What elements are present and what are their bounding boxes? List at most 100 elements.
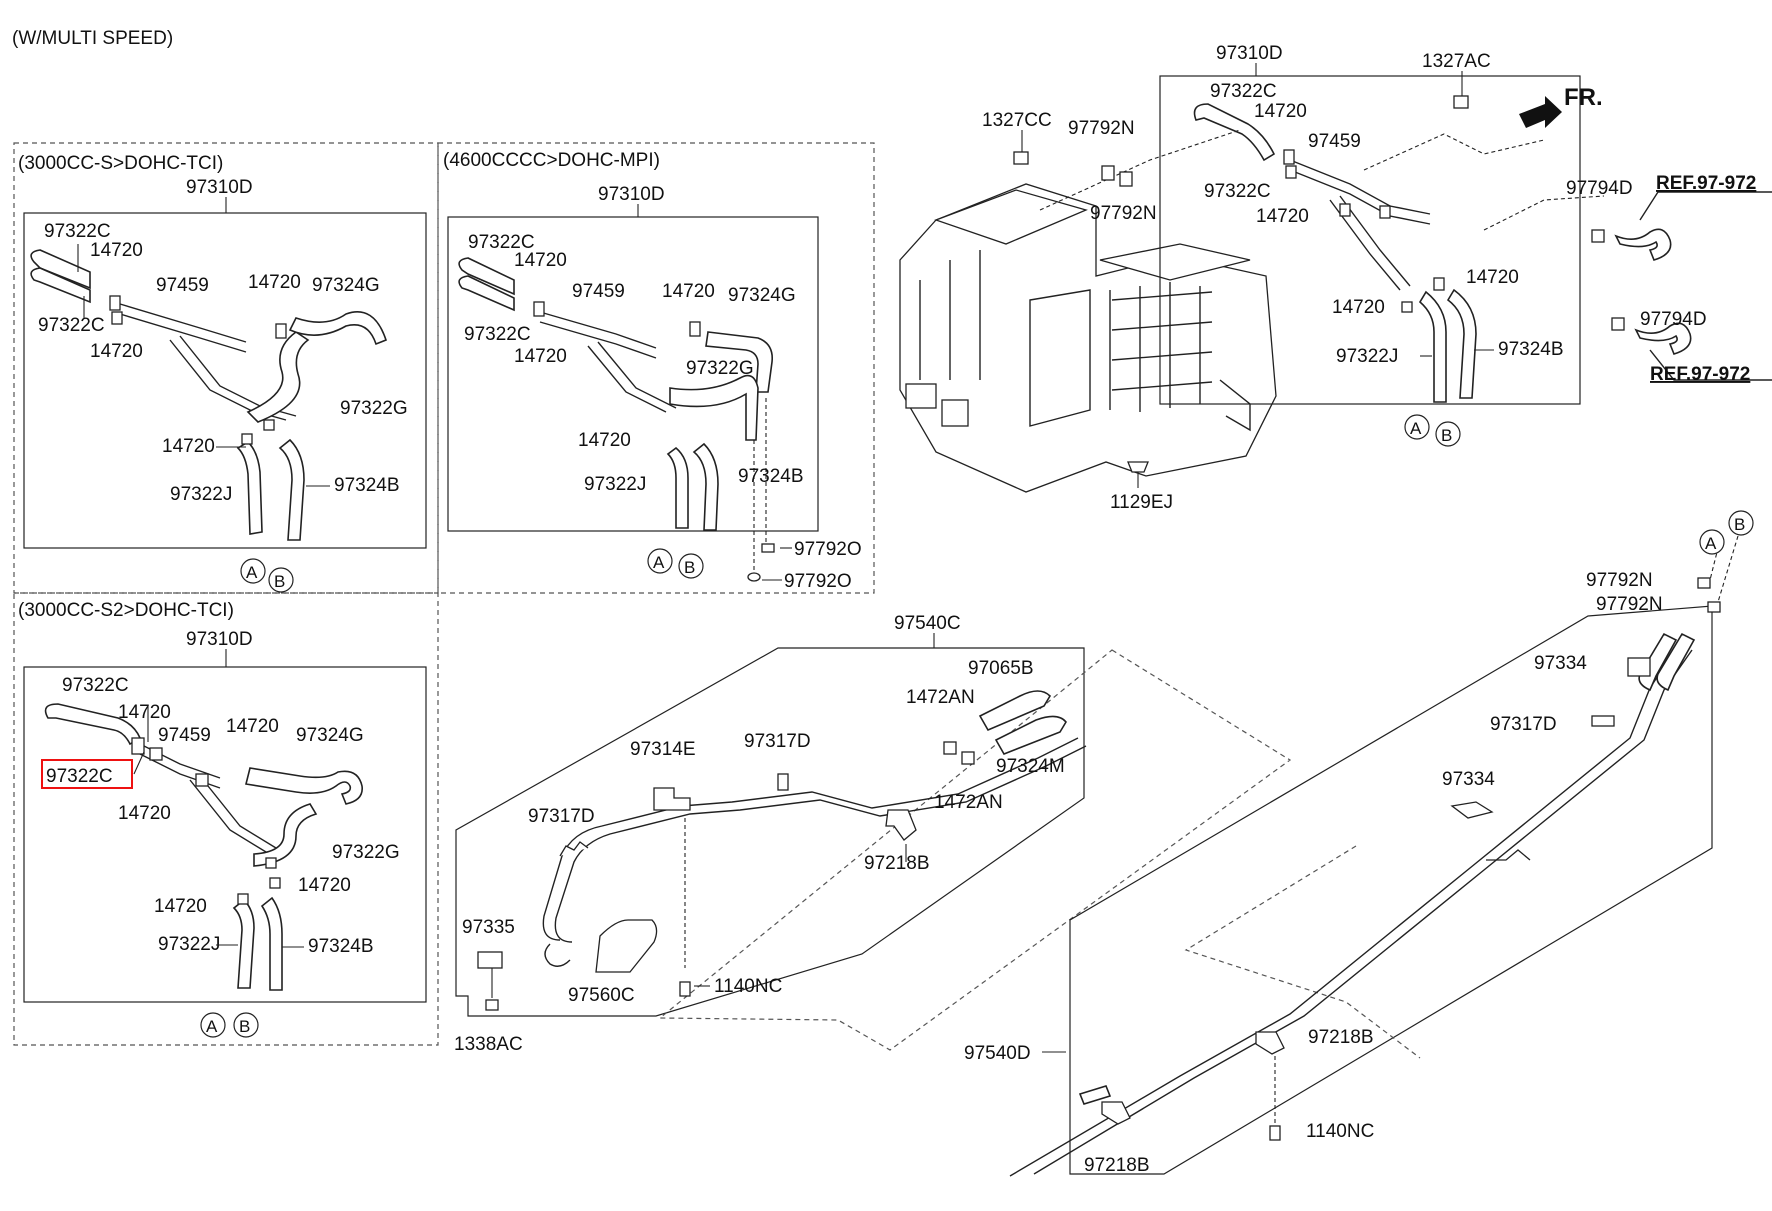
ref-97-972-hoses <box>1614 191 1772 381</box>
v3-connector-a <box>200 1012 226 1038</box>
svg-text:B: B <box>1734 515 1745 534</box>
right-97540D-label: 97540D <box>964 1043 1031 1064</box>
v2-hose-assembly <box>458 257 775 582</box>
hvac-97792N-a-label: 97792N <box>1068 118 1135 139</box>
hvac-connector-a <box>1404 414 1430 440</box>
hvac-14720-d-label: 14720 <box>1332 297 1385 318</box>
v1-connector-a <box>240 558 266 584</box>
hvac-1327AC-label: 1327AC <box>1422 51 1491 72</box>
v3-97324G-label: 97324G <box>296 725 364 746</box>
v1-97310D-label: 97310D <box>186 177 253 198</box>
v2-connector-b <box>678 553 704 579</box>
v1-hose-assembly <box>30 249 387 541</box>
svg-text:B: B <box>1441 426 1452 445</box>
hvac-14720-b-label: 14720 <box>1256 206 1309 227</box>
right-97334-a-label: 97334 <box>1534 653 1587 674</box>
v2-97322G-label: 97322G <box>686 358 754 379</box>
highlight-box-97322C <box>41 759 133 789</box>
variant-frame-3 <box>13 592 439 1046</box>
hvac-97322C-top-label: 97322C <box>1210 81 1277 102</box>
hvac-97310D-label: 97310D <box>1216 43 1283 64</box>
hvac-14720-a-label: 14720 <box>1254 101 1307 122</box>
v1-97324B-label: 97324B <box>334 475 400 496</box>
right-assembly-frame <box>1069 605 1713 1175</box>
mid-97218B-label: 97218B <box>864 853 930 874</box>
v2-connector-a <box>647 548 673 574</box>
variant-3-label: (3000CC-S2>DOHC-TCI) <box>18 600 234 621</box>
v2-97324G-label: 97324G <box>728 285 796 306</box>
v2-97322C-bottom-label: 97322C <box>464 324 531 345</box>
variant-frame-2 <box>437 142 875 594</box>
right-97792N-a-label: 97792N <box>1586 570 1653 591</box>
v3-97322C-top-label: 97322C <box>62 675 129 696</box>
hvac-97459-label: 97459 <box>1308 131 1361 152</box>
hvac-hose-assembly <box>1039 103 1605 403</box>
v3-97310D-label: 97310D <box>186 629 253 650</box>
svg-text:A: A <box>653 553 665 572</box>
mid-97314E-label: 97314E <box>630 739 696 760</box>
variant-frame-1 <box>13 142 439 594</box>
hvac-97792N-b-label: 97792N <box>1090 203 1157 224</box>
mid-1140NC-label: 1140NC <box>714 976 782 997</box>
right-97792N-b-label: 97792N <box>1596 594 1663 615</box>
hvac-1129EJ-label: 1129EJ <box>1110 492 1173 513</box>
v2-97322C-top-label: 97322C <box>468 232 535 253</box>
svg-text:A: A <box>1705 534 1717 553</box>
v3-97322C-highlighted-label[interactable]: 97322C <box>46 766 113 787</box>
right-1140NC-label: 1140NC <box>1306 1121 1374 1142</box>
mid-dashed-outline <box>658 649 1292 1051</box>
hvac-1327CC-label: 1327CC <box>982 110 1052 131</box>
v3-14720-c-label: 14720 <box>118 803 171 824</box>
mid-1472AN-a-label: 1472AN <box>906 687 975 708</box>
svg-text:A: A <box>246 563 258 582</box>
v3-hose-assembly <box>44 703 363 991</box>
mid-97317D-a-label: 97317D <box>744 731 811 752</box>
mid-pipe-drawing <box>477 690 1087 1011</box>
v2-97792O-a-label: 97792O <box>794 539 862 560</box>
v2-14720-b-label: 14720 <box>662 281 715 302</box>
v1-97322J-label: 97322J <box>170 484 232 505</box>
hvac-97794D-a-label: 97794D <box>1566 178 1633 199</box>
v2-14720-c-label: 14720 <box>514 346 567 367</box>
front-label: FR. <box>1564 84 1603 111</box>
v3-97322J-label: 97322J <box>158 934 220 955</box>
v2-14720-a-label: 14720 <box>514 250 567 271</box>
right-97218B-a-label: 97218B <box>1308 1027 1374 1048</box>
v3-14720-a-label: 14720 <box>118 702 171 723</box>
svg-text:B: B <box>239 1017 250 1036</box>
mid-1472AN-b-label: 1472AN <box>934 792 1003 813</box>
mid-97324M-label: 97324M <box>996 756 1065 777</box>
ref-97-972-b[interactable]: REF.97-972 <box>1650 364 1750 385</box>
hvac-97322C-bottom-label: 97322C <box>1204 181 1271 202</box>
v3-14720-d-label: 14720 <box>298 875 351 896</box>
v1-14720-a-label: 14720 <box>90 240 143 261</box>
hvac-14720-c-label: 14720 <box>1466 267 1519 288</box>
ref-97-972-a[interactable]: REF.97-972 <box>1656 173 1756 194</box>
hvac-assembly-box <box>1159 75 1581 405</box>
v1-14720-b-label: 14720 <box>248 272 301 293</box>
v2-97792O-b-label: 97792O <box>784 571 852 592</box>
hvac-97322J-label: 97322J <box>1336 346 1398 367</box>
v3-assembly-box <box>23 666 427 1003</box>
hvac-connector-b <box>1435 421 1461 447</box>
v1-97322G-label: 97322G <box>340 398 408 419</box>
mid-97065B-label: 97065B <box>968 658 1034 679</box>
v3-97324B-label: 97324B <box>308 936 374 957</box>
svg-text:A: A <box>1410 419 1422 438</box>
hvac-97324B-label: 97324B <box>1498 339 1564 360</box>
v1-97459-label: 97459 <box>156 275 209 296</box>
v1-97324G-label: 97324G <box>312 275 380 296</box>
v2-assembly-box <box>447 216 819 532</box>
svg-text:B: B <box>274 572 285 591</box>
variant-1-label: (3000CC-S>DOHC-TCI) <box>18 153 223 174</box>
right-97334-b-label: 97334 <box>1442 769 1495 790</box>
mid-97540C-label: 97540C <box>894 613 961 634</box>
v3-97322G-label: 97322G <box>332 842 400 863</box>
right-dashed-outline <box>1184 845 1421 1059</box>
mid-assembly-frame <box>455 647 1085 1017</box>
front-direction-arrow-icon <box>1519 96 1562 128</box>
hvac-unit-drawing <box>899 183 1277 493</box>
svg-text:A: A <box>206 1017 218 1036</box>
v1-97322C-bottom-label: 97322C <box>38 315 105 336</box>
